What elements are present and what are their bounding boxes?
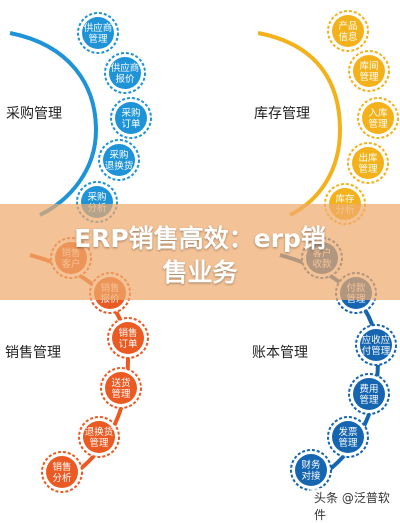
quadrant-1: 采购管理供应商管理供应商报价采购订单采购退换货采购分析 bbox=[6, 12, 152, 223]
node-circle bbox=[353, 378, 385, 410]
node-label: 退换货 bbox=[85, 426, 114, 438]
connector-arc bbox=[9, 31, 99, 217]
node-label: 采购 bbox=[121, 107, 140, 119]
node-label: 费用 bbox=[359, 383, 378, 395]
node-circle bbox=[115, 102, 147, 134]
node-label: 库存 bbox=[335, 193, 355, 205]
title-line-1: ERP销售高效：erp销 bbox=[74, 224, 326, 253]
node-label: 管理 bbox=[88, 33, 108, 45]
node-circle bbox=[109, 57, 141, 89]
page-title: ERP销售高效：erp销 售业务 bbox=[0, 222, 400, 290]
module-label: 库存管理 bbox=[254, 106, 310, 122]
node-circle bbox=[332, 15, 364, 47]
node-label: 产品 bbox=[338, 20, 357, 32]
node-label: 出库 bbox=[358, 152, 378, 164]
node-label: 分析 bbox=[52, 472, 72, 484]
node-label: 销售 bbox=[52, 461, 71, 473]
node-label: 付管理 bbox=[362, 345, 391, 357]
connector-arc bbox=[257, 31, 343, 217]
node-label: 发票 bbox=[338, 426, 358, 438]
node-label: 库间 bbox=[359, 60, 378, 72]
title-banner bbox=[0, 204, 400, 300]
node-circle bbox=[360, 329, 392, 361]
node-label: 采购 bbox=[87, 191, 106, 203]
node-label: 退换货 bbox=[105, 160, 134, 172]
node-label: 报价 bbox=[115, 73, 135, 85]
watermark: 头条 @泛普软件 bbox=[310, 488, 400, 522]
node-label: 入库 bbox=[368, 107, 388, 119]
node-label: 管理 bbox=[358, 163, 378, 175]
node-circle bbox=[105, 372, 137, 404]
node-label: 管理 bbox=[338, 437, 358, 449]
node-label: 信息 bbox=[338, 31, 357, 43]
node-label: 应收应 bbox=[362, 334, 391, 346]
node-label: 订单 bbox=[118, 338, 138, 350]
node-label: 对接 bbox=[301, 470, 321, 482]
node-label: 供应商 bbox=[84, 22, 113, 34]
node-circle bbox=[332, 421, 364, 453]
node-label: 销售 bbox=[118, 327, 137, 339]
module-label: 采购管理 bbox=[6, 106, 62, 122]
module-label: 销售管理 bbox=[5, 345, 61, 361]
node-circle bbox=[112, 322, 144, 354]
node-circle bbox=[46, 456, 78, 488]
node-circle bbox=[103, 144, 135, 176]
node-circle bbox=[82, 17, 114, 49]
quadrant-2: 库存管理产品信息库间管理入库管理出库管理库存分析 bbox=[254, 10, 399, 225]
node-label: 管理 bbox=[111, 388, 131, 400]
node-label: 管理 bbox=[368, 118, 388, 130]
node-label: 送货 bbox=[111, 377, 130, 389]
node-label: 管理 bbox=[359, 394, 379, 406]
node-circle bbox=[295, 454, 327, 486]
node-label: 管理 bbox=[359, 71, 379, 83]
title-line-2: 售业务 bbox=[162, 258, 238, 287]
node-label: 管理 bbox=[89, 437, 109, 449]
node-circle bbox=[83, 421, 115, 453]
node-circle bbox=[353, 55, 385, 87]
node-label: 供应商 bbox=[111, 62, 140, 74]
node-label: 订单 bbox=[121, 118, 141, 130]
node-circle bbox=[352, 147, 384, 179]
node-label: 财务 bbox=[301, 459, 321, 471]
module-label: 账本管理 bbox=[252, 345, 308, 361]
node-label: 采购 bbox=[109, 149, 128, 161]
node-circle bbox=[362, 102, 394, 134]
